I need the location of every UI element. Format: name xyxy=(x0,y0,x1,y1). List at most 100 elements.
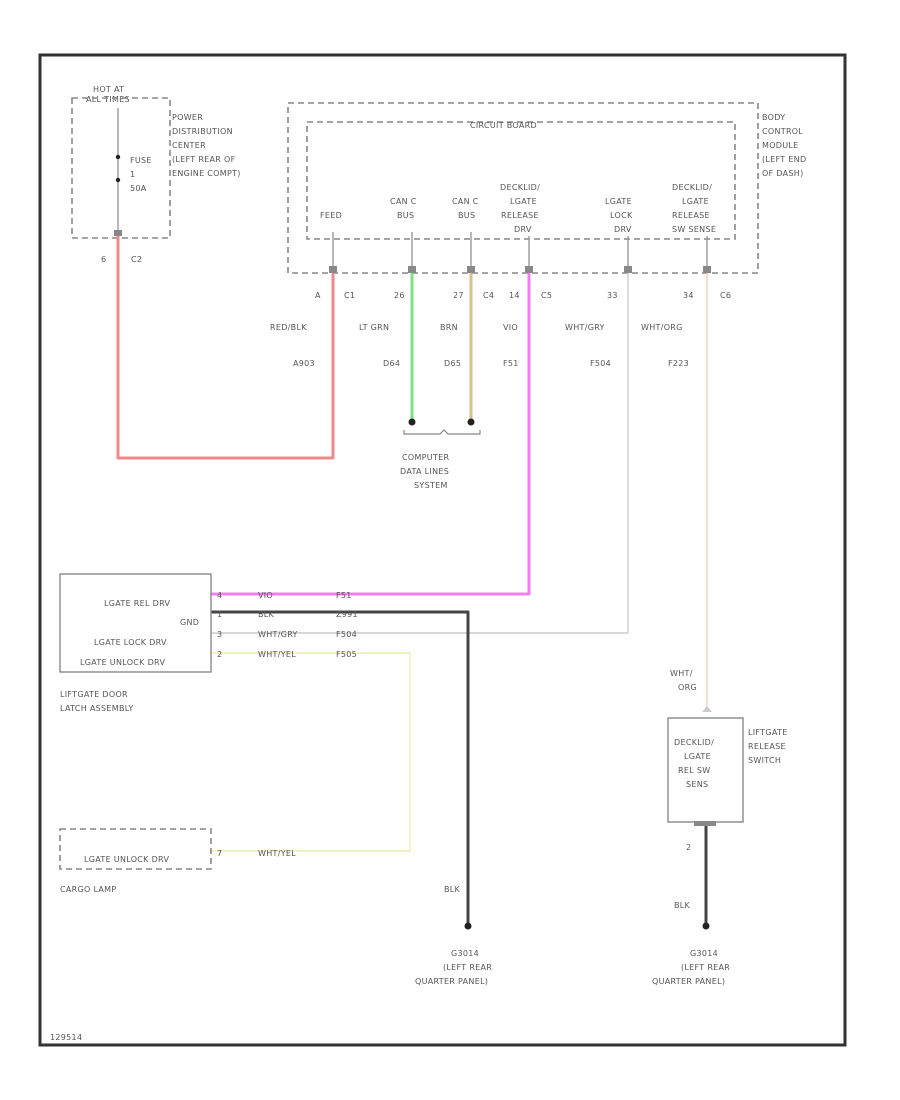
can-bus-bracket xyxy=(403,429,481,435)
bcm-label-line-4: (LEFT END xyxy=(762,155,806,164)
cargo-pin-name: LGATE UNLOCK DRV xyxy=(84,855,169,864)
pdc-connector-pin xyxy=(114,230,122,236)
latch-pin-name-3: LGATE LOCK DRV xyxy=(94,638,167,647)
switch-wire-2: ORG xyxy=(678,683,697,692)
cargo-lamp-label: CARGO LAMP xyxy=(60,885,117,894)
latch-pin-num-3: 3 xyxy=(217,630,222,639)
bcm-col-canc2-name-1: CAN C xyxy=(452,197,479,206)
wire-color-sense: WHT/ORG xyxy=(641,323,683,332)
latch-pin-num-4: 2 xyxy=(217,650,222,659)
latch-pin-name-1: LGATE REL DRV xyxy=(104,599,170,608)
switch-box-line-3: REL SW xyxy=(678,766,710,775)
latch-wire-4: WHT/YEL xyxy=(258,650,296,659)
fuse-number: 1 xyxy=(130,170,135,179)
wire-blk-ground xyxy=(211,610,470,924)
circuit-board-label: CIRCUIT BOARD xyxy=(470,121,537,130)
bcm-label-line-1: BODY xyxy=(762,113,785,122)
circuit-canc1: D64 xyxy=(383,359,400,368)
wire-color-lock: WHT/GRY xyxy=(565,323,605,332)
bcm-connector-pins xyxy=(329,266,711,273)
wire-red-blk xyxy=(116,236,335,460)
ground-right-label-2: (LEFT REAR xyxy=(681,963,730,972)
latch-circuit-3: F504 xyxy=(336,630,357,639)
fuse-terminal-bottom xyxy=(115,177,121,183)
bcm-col-sense-name-4: SW SENSE xyxy=(672,225,716,234)
latch-box xyxy=(59,573,212,673)
latch-wire-2: BLK xyxy=(258,610,275,619)
ground-left-wire: BLK xyxy=(444,885,461,894)
power-distribution-center: HOT AT ALL TIMES POWER DISTRIBUTION CENT… xyxy=(71,85,241,264)
fuse-rating: 50A xyxy=(130,184,147,193)
ground-left: BLK G3014 (LEFT REAR QUARTER PANEL) xyxy=(415,885,492,986)
pdc-outline xyxy=(71,97,171,239)
switch-box xyxy=(667,717,744,823)
bcm-pin-canc2: 27 xyxy=(453,291,464,300)
diagram-frame xyxy=(38,53,847,1047)
switch-gnd-wire: BLK xyxy=(674,901,691,910)
bcm-conn-c5: C5 xyxy=(541,291,552,300)
bcm-label-line-5: OF DASH) xyxy=(762,169,804,178)
wire-color-release: VIO xyxy=(503,323,518,332)
switch-pin-num: 2 xyxy=(686,843,691,852)
liftgate-latch-assembly: LGATE REL DRV GND LGATE LOCK DRV LGATE U… xyxy=(59,573,358,713)
ground-left-label-3: QUARTER PANEL) xyxy=(415,977,488,986)
switch-output-pin xyxy=(694,821,716,826)
bcm-col-lock-name-1: LGATE xyxy=(605,197,632,206)
fuse-terminal-top xyxy=(115,154,121,160)
ground-right-label-1: G3014 xyxy=(690,949,718,958)
footer-code: 129514 xyxy=(50,1033,82,1042)
circuit-lock: F504 xyxy=(590,359,611,368)
bcm-col-sense-name-2: LGATE xyxy=(682,197,709,206)
bcm-col-canc2-name-2: BUS xyxy=(458,211,475,220)
switch-label-1: LIFTGATE xyxy=(748,728,788,737)
circuit-feed: A903 xyxy=(293,359,315,368)
ground-right-point xyxy=(702,922,710,930)
pdc-pin-number: 6 xyxy=(101,255,106,264)
bcm-col-sense-name-3: RELEASE xyxy=(672,211,710,220)
switch-input-terminal xyxy=(702,706,712,712)
bcm-label-line-2: CONTROL xyxy=(762,127,803,136)
bcm-col-release-name-2: LGATE xyxy=(510,197,537,206)
data-bus-label-1: COMPUTER xyxy=(402,453,450,462)
switch-box-line-2: LGATE xyxy=(684,752,711,761)
bcm-conn-c6: C6 xyxy=(720,291,731,300)
bcm-col-lock-name-3: DRV xyxy=(614,225,632,234)
pdc-label-line-5: ENGINE COMPT) xyxy=(172,169,241,178)
hot-at-label: HOT AT xyxy=(93,85,124,94)
data-bus-label-2: DATA LINES xyxy=(400,467,449,476)
cargo-lamp: LGATE UNLOCK DRV 7 WHT/YEL CARGO LAMP xyxy=(59,828,296,894)
bcm-col-canc1-name-2: BUS xyxy=(397,211,414,220)
circuit-board-outline xyxy=(306,121,736,240)
latch-circuit-4: F505 xyxy=(336,650,357,659)
body-control-module: CIRCUIT BOARD BODY CONTROL MODULE (LEFT … xyxy=(270,102,806,368)
latch-circuit-2: Z991 xyxy=(336,610,358,619)
bcm-conn-c1: C1 xyxy=(344,291,355,300)
wire-color-canc2: BRN xyxy=(440,323,458,332)
bcm-pin-feed: A xyxy=(315,291,321,300)
latch-label-2: LATCH ASSEMBLY xyxy=(60,704,134,713)
latch-wire-3: WHT/GRY xyxy=(258,630,298,639)
bcm-pin-release: 14 xyxy=(509,291,520,300)
pdc-label-line-1: POWER xyxy=(172,113,203,122)
pdc-label-line-3: CENTER xyxy=(172,141,206,150)
data-bus-label-3: SYSTEM xyxy=(414,481,448,490)
switch-box-line-4: SENS xyxy=(686,780,708,789)
fuse-label: FUSE xyxy=(130,156,152,165)
bcm-outline xyxy=(287,102,759,274)
wire-vio xyxy=(211,273,531,596)
bcm-conn-c4: C4 xyxy=(483,291,494,300)
pdc-connector-id: C2 xyxy=(131,255,142,264)
cargo-lamp-outline xyxy=(59,828,212,870)
switch-wire-1: WHT/ xyxy=(670,669,693,678)
switch-label-3: SWITCH xyxy=(748,756,781,765)
ground-left-point xyxy=(464,922,472,930)
cargo-wire: WHT/YEL xyxy=(258,849,296,858)
ground-left-label-1: G3014 xyxy=(451,949,479,958)
hot-when-label: ALL TIMES xyxy=(86,95,130,104)
bcm-col-sense-name-1: DECKLID/ xyxy=(672,183,712,192)
wire-wht-gry xyxy=(211,273,629,634)
latch-pin-num-2: 1 xyxy=(217,610,222,619)
cargo-pin-num: 7 xyxy=(217,849,222,858)
bcm-pin-lock: 33 xyxy=(607,291,618,300)
